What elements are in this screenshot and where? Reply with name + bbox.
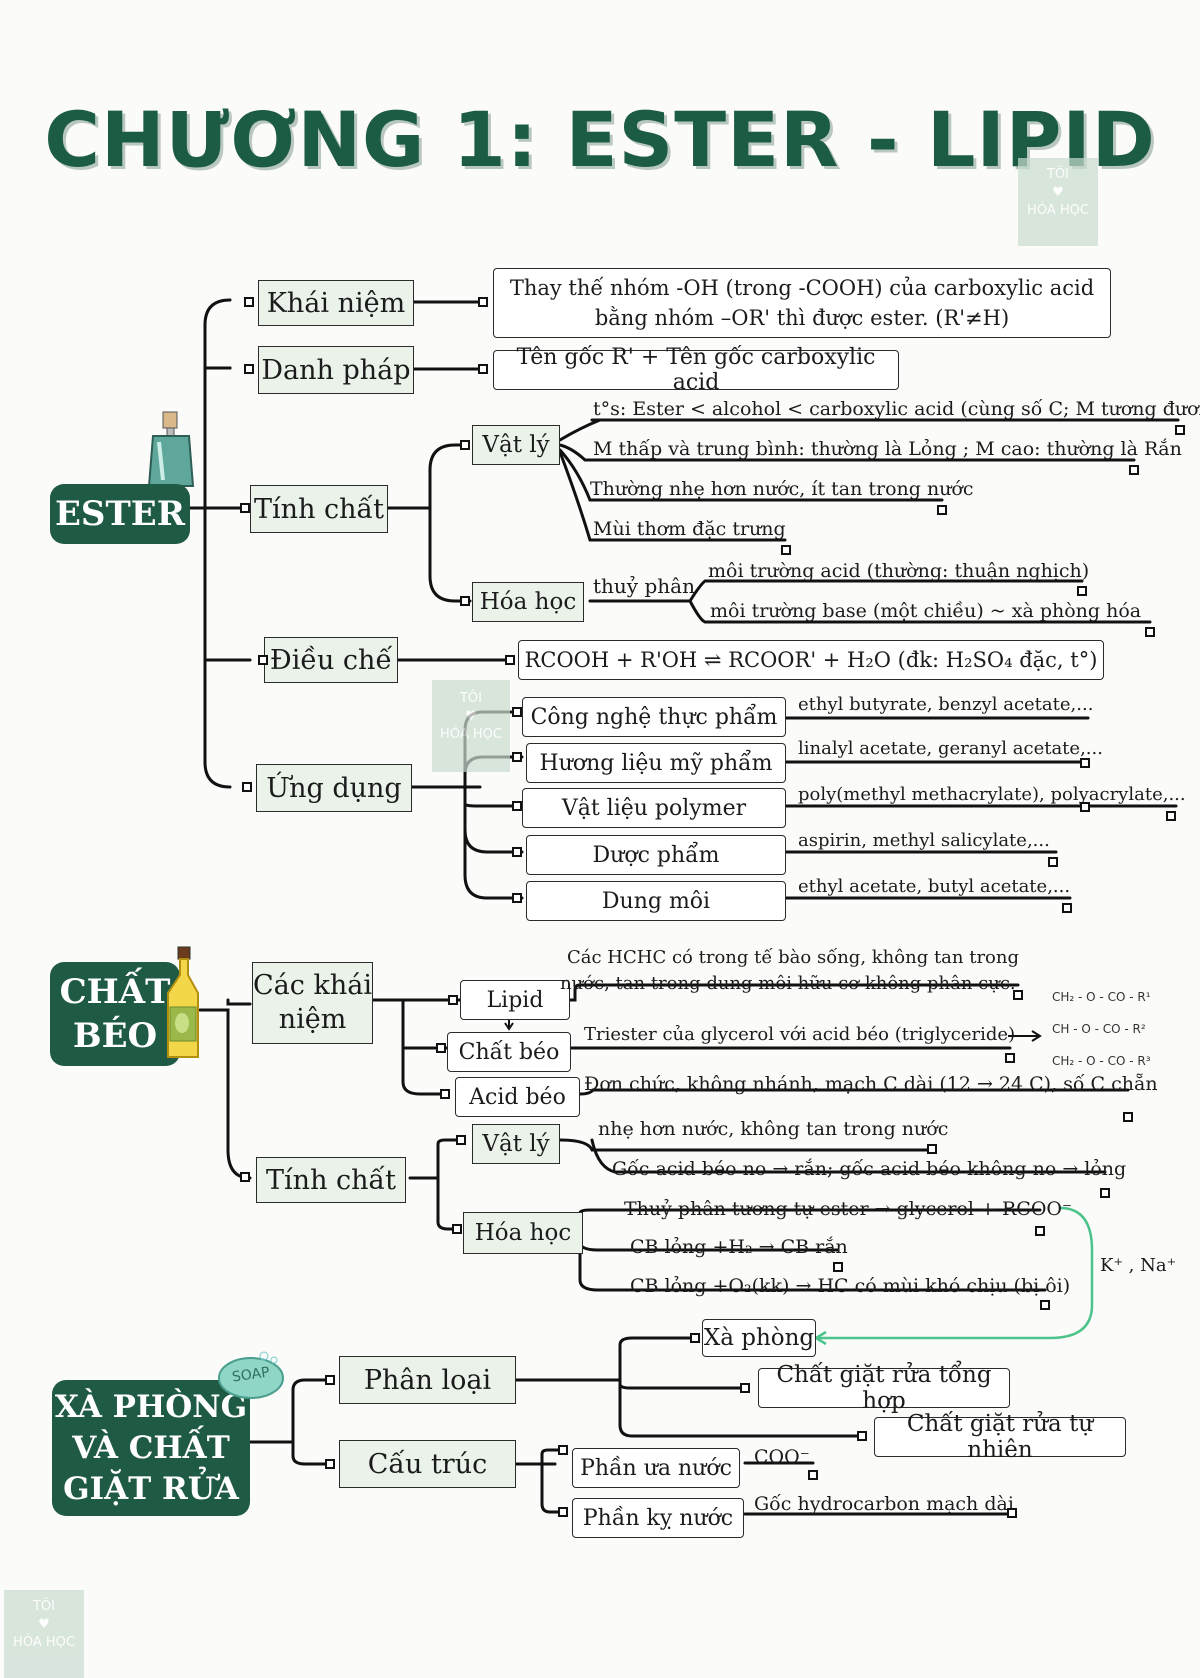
chat-beo-hoa-hoc-item-1: Thuỷ phân tương tự ester → glycerol + RC…	[624, 1198, 1073, 1220]
lipid-node: Lipid	[460, 980, 570, 1020]
chat-beo-root: CHẤT BÉO	[50, 962, 180, 1066]
ung-dung-ex-1: ethyl butyrate, benzyl acetate,...	[798, 694, 1094, 715]
chat-beo-vat-ly-item-2: Gốc acid béo no → rắn; gốc acid béo khôn…	[612, 1158, 1127, 1180]
chat-beo-tinh-chat-node: Tính chất	[256, 1157, 406, 1203]
phan-loai-tong-hop: Chất giặt rửa tổng hợp	[758, 1362, 1010, 1414]
phan-loai-tu-nhien: Chất giặt rửa tự nhiên	[874, 1411, 1126, 1463]
xa-phong-root-line2: VÀ CHẤT	[72, 1429, 230, 1466]
chat-beo-root-line2: BÉO	[72, 1016, 158, 1056]
lipid-text-line1: Các HCHC có trong tế bào sống, không tan…	[567, 947, 1020, 968]
ung-dung-item-5: Dung môi	[526, 881, 786, 921]
acid-beo-node: Acid béo	[455, 1077, 580, 1117]
ester-hoa-hoc-base: môi trường base (một chiều) ~ xà phòng h…	[710, 600, 1142, 622]
chat-beo-hoa-hoc-item-3: CB lỏng +O₂(kk) → HC có mùi khó chịu (bị…	[630, 1275, 1071, 1297]
soap-icon: SOAP	[216, 1350, 286, 1400]
ester-tinh-chat-node: Tính chất	[250, 485, 388, 533]
phan-ky-nuoc-node: Phần kỵ nước	[572, 1498, 744, 1538]
ester-hoa-hoc-acid: môi trường acid (thường: thuận nghịch)	[708, 560, 1090, 582]
xa-phong-root: XÀ PHÒNG VÀ CHẤT GIẶT RỬA	[52, 1380, 250, 1516]
ester-ung-dung-node: Ứng dụng	[256, 764, 412, 812]
chat-beo-vat-ly-item-1: nhẹ hơn nước, không tan trong nước	[598, 1118, 949, 1140]
ester-vat-ly-item-3: Thường nhẹ hơn nước, ít tan trong nước	[590, 478, 974, 500]
cau-truc-node: Cấu trúc	[339, 1440, 516, 1488]
ester-danh-phap-text: Tên gốc R' + Tên gốc carboxylic acid	[493, 345, 899, 395]
oil-bottle-icon	[158, 945, 208, 1065]
ester-vat-ly-item-4: Mùi thơm đặc trưng	[593, 518, 786, 540]
ester-thuy-phan-label: thuỷ phân	[593, 574, 695, 598]
phan-loai-node: Phân loại	[339, 1356, 516, 1404]
acid-beo-text: Đơn chức, không nhánh, mạch C dài (12 → …	[584, 1073, 1158, 1095]
cac-khai-niem-node: Các khái niệm	[252, 962, 373, 1044]
ester-khai-niem-text: Thay thế nhóm -OH (trong -COOH) của carb…	[493, 268, 1111, 338]
chat-beo-text: Triester của glycerol với acid béo (trig…	[584, 1024, 1016, 1045]
cac-khai-niem-line2: niệm	[278, 1004, 347, 1035]
phan-ua-nuoc-node: Phần ưa nước	[572, 1448, 740, 1488]
triglyceride-formula-2: CH - O - CO - R²	[1052, 1022, 1146, 1036]
ung-dung-item-1: Công nghệ thực phẩm	[522, 697, 786, 737]
chat-beo-vat-ly-node: Vật lý	[472, 1124, 560, 1164]
ester-dieu-che-text: RCOOH + R'OH ⇌ RCOOR' + H₂O (đk: H₂SO₄ đ…	[518, 640, 1104, 680]
ester-vat-ly-item-1: t°s: Ester < alcohol < carboxylic acid (…	[593, 398, 1200, 420]
arrow-glycerol-to-soap	[818, 1206, 1094, 1340]
ung-dung-item-4: Dược phẩm	[526, 835, 786, 875]
ions-label: K⁺ , Na⁺	[1100, 1255, 1177, 1276]
xa-phong-root-line1: XÀ PHÒNG	[54, 1388, 248, 1425]
ester-root: ESTER	[50, 484, 190, 544]
ung-dung-ex-4: aspirin, methyl salicylate,...	[798, 830, 1050, 851]
phan-ua-nuoc-text: COO⁻	[754, 1446, 810, 1468]
lipid-text-line2: nước, tan trong dung môi hữu cơ không ph…	[560, 973, 1016, 994]
chat-beo-hoa-hoc-item-2: CB lỏng +H₂ → CB rắn	[630, 1236, 848, 1258]
ung-dung-item-2: Hương liệu mỹ phẩm	[526, 743, 786, 783]
triglyceride-formula-3: CH₂ - O - CO - R³	[1052, 1054, 1151, 1068]
page-title: CHƯƠNG 1: ESTER - LIPID	[44, 95, 1156, 184]
watermark-top: TÔI♥HÓA HỌC	[1018, 158, 1098, 246]
ester-khai-niem-node: Khái niệm	[258, 280, 414, 326]
triglyceride-formula-1: CH₂ - O - CO - R¹	[1052, 990, 1151, 1004]
watermark-middle: TÔI♥HÓA HỌC	[432, 680, 510, 772]
ester-hoa-hoc-node: Hóa học	[472, 582, 584, 622]
phan-loai-xa-phong: Xà phòng	[702, 1319, 816, 1357]
ester-vat-ly-node: Vật lý	[472, 425, 560, 465]
ung-dung-item-3: Vật liệu polymer	[522, 788, 786, 828]
ung-dung-ex-5: ethyl acetate, butyl acetate,...	[798, 876, 1071, 897]
ester-dieu-che-node: Điều chế	[264, 637, 398, 683]
ester-danh-phap-node: Danh pháp	[258, 346, 414, 394]
ester-vat-ly-item-2: M thấp và trung bình: thường là Lỏng ; M…	[593, 438, 1182, 460]
ung-dung-ex-3: poly(methyl methacrylate), polyacrylate,…	[798, 784, 1186, 805]
xa-phong-root-line3: GIẶT RỬA	[63, 1470, 239, 1507]
cac-khai-niem-line1: Các khái	[253, 970, 372, 1001]
phan-ky-nuoc-text: Gốc hydrocarbon mạch dài	[754, 1493, 1014, 1515]
watermark-bottom: TÔI♥HÓA HỌC	[4, 1590, 84, 1678]
chat-beo-hoa-hoc-node: Hóa học	[463, 1212, 583, 1254]
ung-dung-ex-2: linalyl acetate, geranyl acetate,...	[798, 738, 1103, 759]
chat-beo-root-line1: CHẤT	[59, 972, 171, 1012]
chat-beo-node: Chất béo	[447, 1032, 571, 1072]
perfume-bottle-icon	[145, 410, 197, 492]
